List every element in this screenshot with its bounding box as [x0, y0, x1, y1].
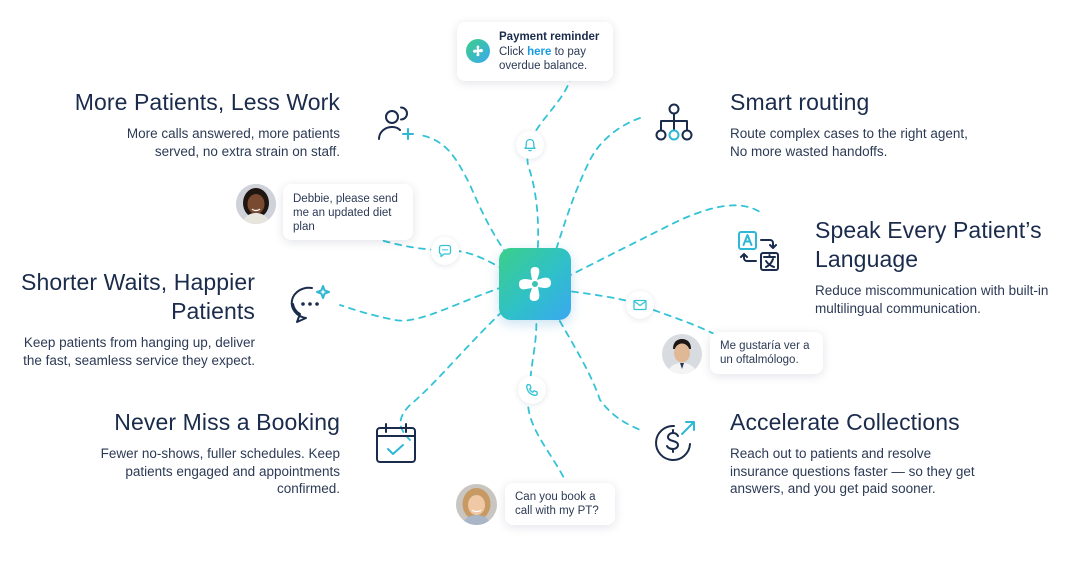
chat-sparkle-icon: [290, 285, 330, 323]
add-user-icon: [378, 106, 414, 140]
avatar-woman: [456, 484, 497, 525]
feature-desc-smart-routing: Route complex cases to the right agent, …: [730, 125, 968, 160]
logo-icon-badge: [466, 39, 490, 63]
feature-title-smart-routing: Smart routing: [730, 89, 870, 115]
feature-title-collections: Accelerate Collections: [730, 409, 960, 435]
desc-line: served, no extra strain on staff.: [154, 143, 340, 159]
desc-line: Reach out to patients and resolve: [730, 446, 932, 461]
desc-line: More calls answered, more patients: [126, 126, 340, 141]
cross-logo-icon: [519, 267, 551, 301]
pay-here-link[interactable]: here: [527, 46, 552, 58]
message-text: Debbie, please send me an updated diet p…: [293, 192, 398, 234]
desc-line: answers, and you get paid sooner.: [730, 481, 936, 496]
message-line: un oftalmólogo.: [720, 354, 799, 366]
app-logo-hub: [499, 248, 571, 320]
mail-icon-bubble: [626, 291, 654, 319]
notification-line1: Click here to pay: [499, 45, 586, 59]
message-card-debbie: Debbie, please send me an updated diet p…: [283, 184, 413, 240]
desc-line: No more wasted handoffs.: [730, 143, 888, 159]
routing-tree-icon: [655, 103, 693, 141]
title-line: Language: [815, 246, 919, 272]
phone-icon: [526, 383, 538, 396]
person-avatar-icon: [456, 484, 497, 525]
feature-title-shorter-waits: Shorter Waits, Happier Patients: [21, 268, 255, 326]
translate-icon: [738, 231, 779, 271]
desc-line: patients engaged and appointments: [125, 463, 340, 479]
title-line: Speak Every Patient’s: [815, 217, 1042, 243]
message-text: Can you book a call with my PT?: [515, 490, 599, 518]
calendar-check-icon: [376, 423, 416, 463]
notification-text: to pay: [551, 46, 586, 58]
desc-line: Route complex cases to the right agent,: [730, 126, 968, 141]
payment-reminder-card[interactable]: Payment reminder Click here to pay overd…: [457, 22, 613, 81]
notification-line2: overdue balance.: [499, 60, 588, 72]
person-avatar-icon: [236, 184, 276, 224]
bell-icon: [524, 138, 536, 152]
message-card-pt: Can you book a call with my PT?: [505, 483, 615, 525]
chat-icon: [438, 244, 452, 258]
feature-desc-more-patients: More calls answered, more patients serve…: [127, 125, 340, 160]
feature-desc-collections: Reach out to patients and resolve insura…: [730, 445, 975, 498]
message-line: Debbie, please send: [293, 193, 398, 205]
notification-title: Payment reminder: [499, 31, 600, 43]
message-card-spanish: Me gustaría ver a un oftalmólogo.: [710, 332, 823, 374]
bell-icon-bubble: [516, 131, 544, 159]
message-line: me an updated diet: [293, 207, 392, 219]
feature-desc-speak-language: Reduce miscommunication with built-in mu…: [815, 282, 1048, 317]
phone-icon-bubble: [518, 376, 546, 404]
desc-line: the fast, seamless service they expect.: [23, 352, 255, 368]
feature-desc-shorter-waits: Keep patients from hanging up, deliver t…: [23, 334, 255, 369]
feature-title-never-miss: Never Miss a Booking: [114, 409, 340, 435]
message-text: Me gustaría ver a un oftalmólogo.: [720, 339, 809, 367]
desc-line: Reduce miscommunication with built-in: [815, 283, 1049, 298]
message-line: Can you book a: [515, 491, 596, 503]
avatar-doctor: [662, 334, 702, 374]
desc-line: multilingual communication.: [815, 300, 981, 316]
person-avatar-icon: [662, 334, 702, 374]
feature-title-more-patients: More Patients, Less Work: [74, 89, 340, 115]
mail-icon: [633, 299, 647, 311]
feature-desc-never-miss: Fewer no-shows, fuller schedules. Keep p…: [101, 445, 340, 498]
avatar-debbie: [236, 184, 276, 224]
desc-line: insurance questions faster — so they get: [730, 463, 975, 479]
notification-text: Click: [499, 46, 528, 58]
title-line: Patients: [171, 298, 255, 324]
desc-line: Fewer no-shows, fuller schedules. Keep: [100, 446, 340, 461]
feature-title-speak-language: Speak Every Patient’s Language: [815, 216, 1042, 274]
dollar-arrow-icon: [655, 421, 695, 461]
message-line: call with my PT?: [515, 505, 599, 517]
message-line: Me gustaría ver a: [720, 340, 810, 352]
chat-icon-bubble: [431, 237, 459, 265]
title-line: Shorter Waits, Happier: [21, 269, 255, 295]
cross-logo-icon: [473, 45, 483, 57]
message-line: plan: [293, 221, 315, 233]
desc-line: confirmed.: [276, 481, 340, 496]
desc-line: Keep patients from hanging up, deliver: [23, 335, 255, 350]
